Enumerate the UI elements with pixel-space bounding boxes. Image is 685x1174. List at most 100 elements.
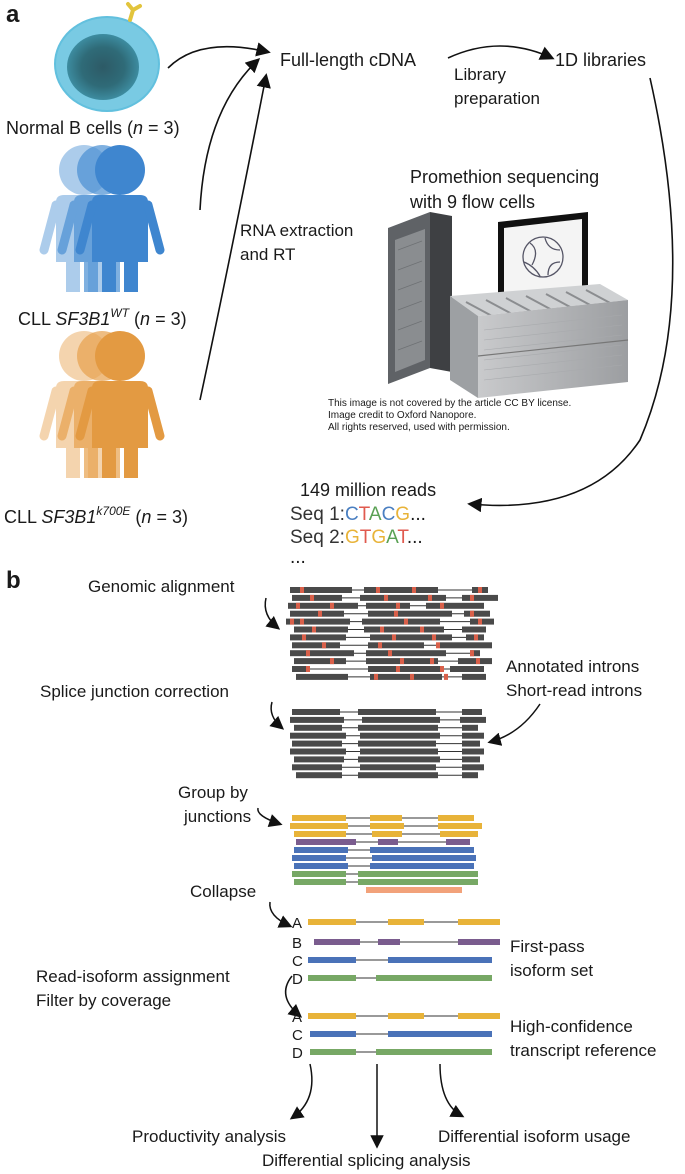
group-by-label-2: junctions: [183, 807, 251, 826]
exon-block: [290, 716, 344, 723]
full-length-cdna-label: Full-length cDNA: [280, 50, 416, 70]
exon-block: [458, 939, 500, 945]
promethion-label-2: with 9 flow cells: [409, 192, 535, 212]
exon-block: [438, 815, 474, 821]
exon-block: [368, 610, 452, 617]
exon-block: [378, 839, 398, 845]
arrow-cdna-to-libraries: [447, 45, 555, 60]
exon-block: [290, 587, 352, 593]
exon-block: [362, 618, 440, 625]
exon-block: [292, 764, 342, 771]
mismatch-mark: [400, 658, 404, 665]
cll-wt-patients-icon: [39, 145, 165, 292]
productivity-analysis-label: Productivity analysis: [132, 1127, 286, 1146]
mismatch-mark: [440, 602, 444, 609]
exon-block: [462, 709, 482, 715]
exon-block: [358, 772, 438, 779]
read-track: [286, 618, 494, 625]
exon-block: [294, 863, 348, 869]
exon-block: [364, 587, 438, 593]
differential-isoform-usage-label: Differential isoform usage: [438, 1127, 630, 1146]
exon-block: [292, 815, 346, 821]
mismatch-mark: [476, 658, 480, 665]
promethion-machine-image: [388, 212, 629, 398]
exon-block: [296, 673, 348, 680]
read-track: [290, 610, 490, 617]
exon-block: [462, 740, 480, 747]
exon-block: [294, 879, 346, 885]
final-isoform-label: D: [292, 1045, 303, 1062]
mismatch-mark: [396, 602, 400, 609]
read-track: [292, 740, 480, 747]
panel-b-arrows: [257, 597, 541, 1149]
exon-block: [362, 716, 440, 723]
mismatch-mark: [290, 618, 294, 625]
sequence-base: G: [395, 504, 410, 525]
exon-block: [290, 748, 346, 755]
exon-block: [290, 732, 346, 739]
mismatch-mark: [378, 642, 382, 649]
read-track: [292, 642, 492, 649]
exon-block: [292, 740, 342, 747]
exon-block: [370, 815, 402, 821]
mismatch-mark: [312, 626, 316, 633]
cll-mutant-label: CLL SF3B1k700E (n = 3): [4, 504, 188, 527]
genomic-alignment-reads: [286, 587, 498, 680]
mismatch-mark: [478, 618, 482, 625]
sequence-base: A: [369, 504, 382, 525]
read-track: [290, 716, 486, 723]
mismatch-mark: [404, 618, 408, 625]
exon-block: [290, 610, 344, 617]
exon-block: [462, 764, 484, 771]
library-prep-label-2: preparation: [454, 89, 540, 108]
mismatch-mark: [318, 610, 322, 617]
read-track: [294, 724, 478, 731]
mismatch-mark: [394, 610, 398, 617]
final-isoform-label: A: [292, 1009, 302, 1026]
exon-block: [388, 1013, 424, 1019]
read-track: [292, 871, 478, 877]
exon-block: [370, 634, 452, 641]
exon-block: [458, 919, 500, 925]
read-track: [292, 666, 484, 672]
mismatch-mark: [420, 626, 424, 633]
exon-block: [460, 716, 486, 723]
mismatch-mark: [478, 587, 482, 593]
first-pass-isoform-label: C: [292, 953, 303, 970]
exon-block: [360, 748, 438, 755]
exon-block: [388, 1031, 492, 1037]
first-pass-isoform-label: A: [292, 915, 302, 932]
exon-block: [292, 666, 306, 672]
mismatch-mark: [380, 626, 384, 633]
exon-block: [358, 724, 438, 731]
exon-block: [378, 939, 400, 945]
first-pass-label-2: isoform set: [510, 961, 593, 980]
read-track: [308, 919, 500, 925]
exon-block: [388, 957, 492, 963]
genomic-alignment-label: Genomic alignment: [88, 577, 235, 596]
collapse-label: Collapse: [190, 882, 256, 901]
panel-a-label: a: [6, 1, 20, 28]
mismatch-mark: [396, 666, 400, 672]
group-by-label-1: Group by: [178, 783, 248, 802]
exon-block: [462, 724, 478, 731]
read-track: [292, 815, 474, 821]
image-credit-line-3: All rights reserved, used with permissio…: [328, 422, 510, 433]
exon-block: [368, 666, 440, 672]
read-track: [294, 879, 478, 885]
annotated-introns-label: Annotated introns: [506, 657, 639, 676]
exon-block: [310, 1031, 356, 1037]
exon-block: [446, 839, 470, 845]
exon-block: [366, 887, 462, 893]
arrow-wt-to-cdna: [199, 58, 261, 211]
mismatch-mark: [296, 602, 300, 609]
exon-block: [368, 642, 424, 649]
panel-b-label: b: [6, 567, 21, 594]
mismatch-mark: [470, 650, 474, 657]
mismatch-mark: [322, 642, 326, 649]
exon-block: [440, 642, 492, 649]
exon-block: [388, 919, 424, 925]
